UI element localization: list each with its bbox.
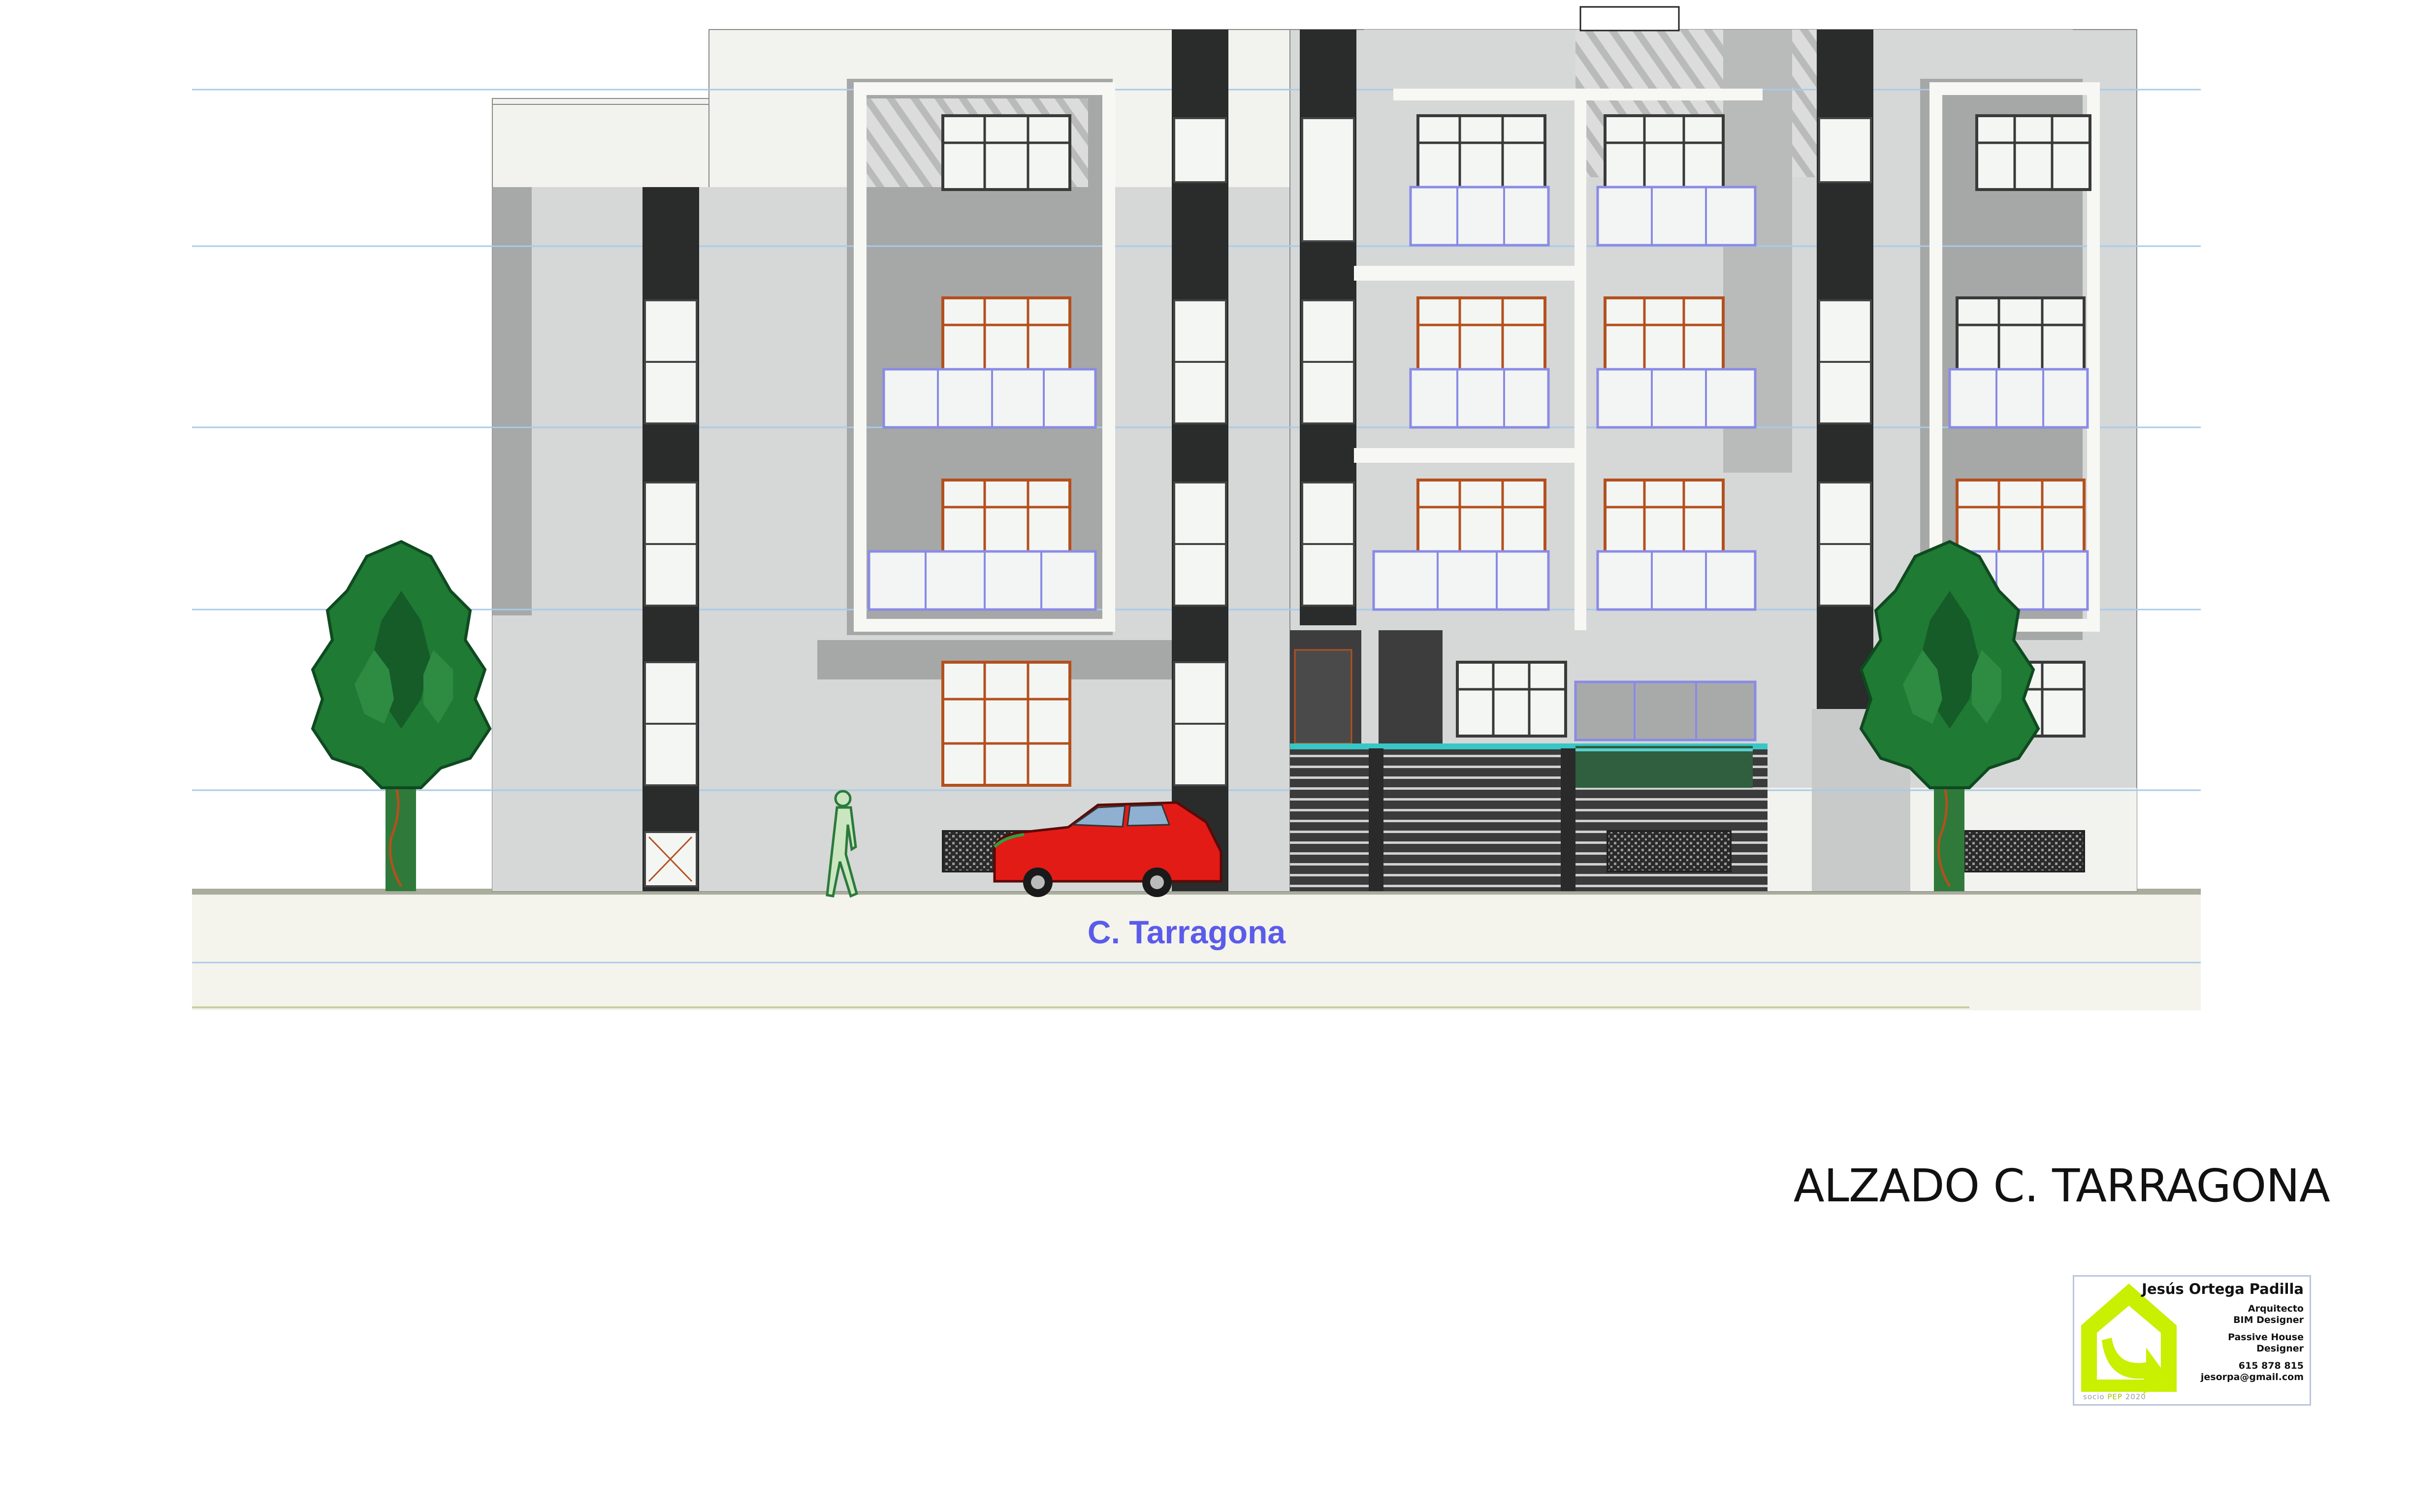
email-address: jesorpa@gmail.com xyxy=(2200,1372,2304,1383)
tree-icon xyxy=(311,540,492,891)
tree-icon xyxy=(1859,540,2040,891)
role-1: Arquitecto xyxy=(2248,1303,2304,1314)
drawing-title: ALZADO C. TARRAGONA xyxy=(1793,1159,2330,1212)
architect-name: Jesús Ortega Padilla xyxy=(2142,1281,2304,1297)
sidewalk xyxy=(192,889,2201,1010)
role-4: Designer xyxy=(2256,1343,2304,1354)
badge-prefix: socio xyxy=(2083,1392,2105,1401)
apartment-windows xyxy=(941,114,2091,787)
house-logo-icon xyxy=(2081,1284,2177,1394)
phone-number: 615 878 815 xyxy=(2238,1360,2304,1371)
architect-credits: Jesús Ortega Padilla Arquitecto BIM Desi… xyxy=(2142,1281,2304,1383)
car-icon xyxy=(993,801,1222,897)
street-name-label: C. Tarragona xyxy=(1087,914,1286,950)
badge-org: PEP xyxy=(2107,1392,2122,1401)
title-block: Jesús Ortega Padilla Arquitecto BIM Desi… xyxy=(2073,1275,2311,1406)
role-3: Passive House xyxy=(2228,1332,2304,1343)
pedestrian-icon xyxy=(826,790,858,898)
membership-badge: socio PEP 2020 xyxy=(2083,1392,2146,1401)
badge-year: 2020 xyxy=(2125,1392,2146,1401)
role-2: BIM Designer xyxy=(2233,1315,2304,1325)
